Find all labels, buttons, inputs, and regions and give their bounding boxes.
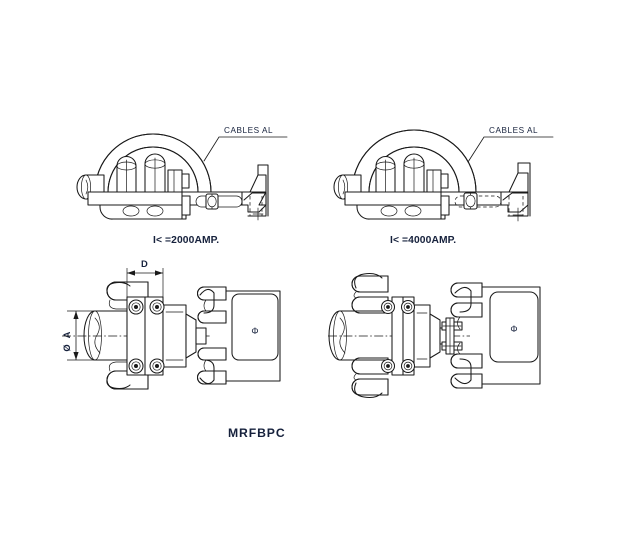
clamp-body-2000 [167,169,190,193]
terminal-pad-right: Φ [481,286,541,385]
dim-d-label: D [141,258,148,269]
cable-barrel-plan-right [328,310,409,361]
pad-phi-symbol-left: Φ [251,326,258,336]
transition-body-right [429,313,463,359]
stranded-leads-right-right-view [450,282,483,389]
stranded-end-bottom-left [106,361,149,390]
cable-lug-a-4000 [375,155,396,193]
bolt-head-r-br [400,358,416,374]
caption-4000amp: I< =4000AMP. [390,235,456,246]
stranded-leads-right-left-view [196,286,227,385]
dim-a-label: A [61,331,72,338]
terminal-pad-left: Φ [225,290,281,382]
clamp-plate-left [126,296,187,376]
bolt-head-tl [128,299,144,315]
bolt-head-r-bl [380,358,396,374]
dim-phi-symbol: Ø [61,344,72,351]
view-plan-4000amp: Φ [328,272,541,399]
transition-body-left [185,313,207,359]
bolt-head-bl [128,358,144,374]
cables-al-label-2000: CABLES AL [224,126,273,135]
clamp-body-4000 [426,169,449,193]
clamp-plate-right [391,296,431,376]
pad-phi-symbol-right: Φ [510,324,517,334]
cable-callout-4000: CABLES AL [467,126,554,163]
view-side-elevation-4000amp: CABLES AL I< =4000AMP. [333,126,554,246]
bolt-slot-2000 [195,193,243,210]
caption-2000amp: I< =2000AMP. [153,235,219,246]
cable-lug-b-2000 [144,153,166,193]
cable-lug-b-4000 [403,153,425,193]
view-plan-2000amp: D A Ø [61,258,281,390]
cable-callout-2000: CABLES AL [203,126,288,162]
cables-al-label-4000: CABLES AL [489,126,538,135]
stranded-end-top-left [106,281,149,310]
bolt-head-r-tl [380,299,396,315]
part-designation-label: MRFBPC [228,426,286,440]
stranded-end-bottom-right [351,357,399,399]
view-side-elevation-2000amp: CABLES AL I< =2000AMP. [76,126,288,246]
bolt-slot-4000 [454,192,502,210]
cable-lug-a-2000 [116,155,137,193]
bolt-head-tr [149,299,165,315]
dimension-d: D [126,258,164,297]
bolt-head-r-tr [400,299,416,315]
bracket-plate-2000 [241,164,269,221]
bracket-plate-4000 [500,162,531,222]
bolt-head-br [149,358,165,374]
